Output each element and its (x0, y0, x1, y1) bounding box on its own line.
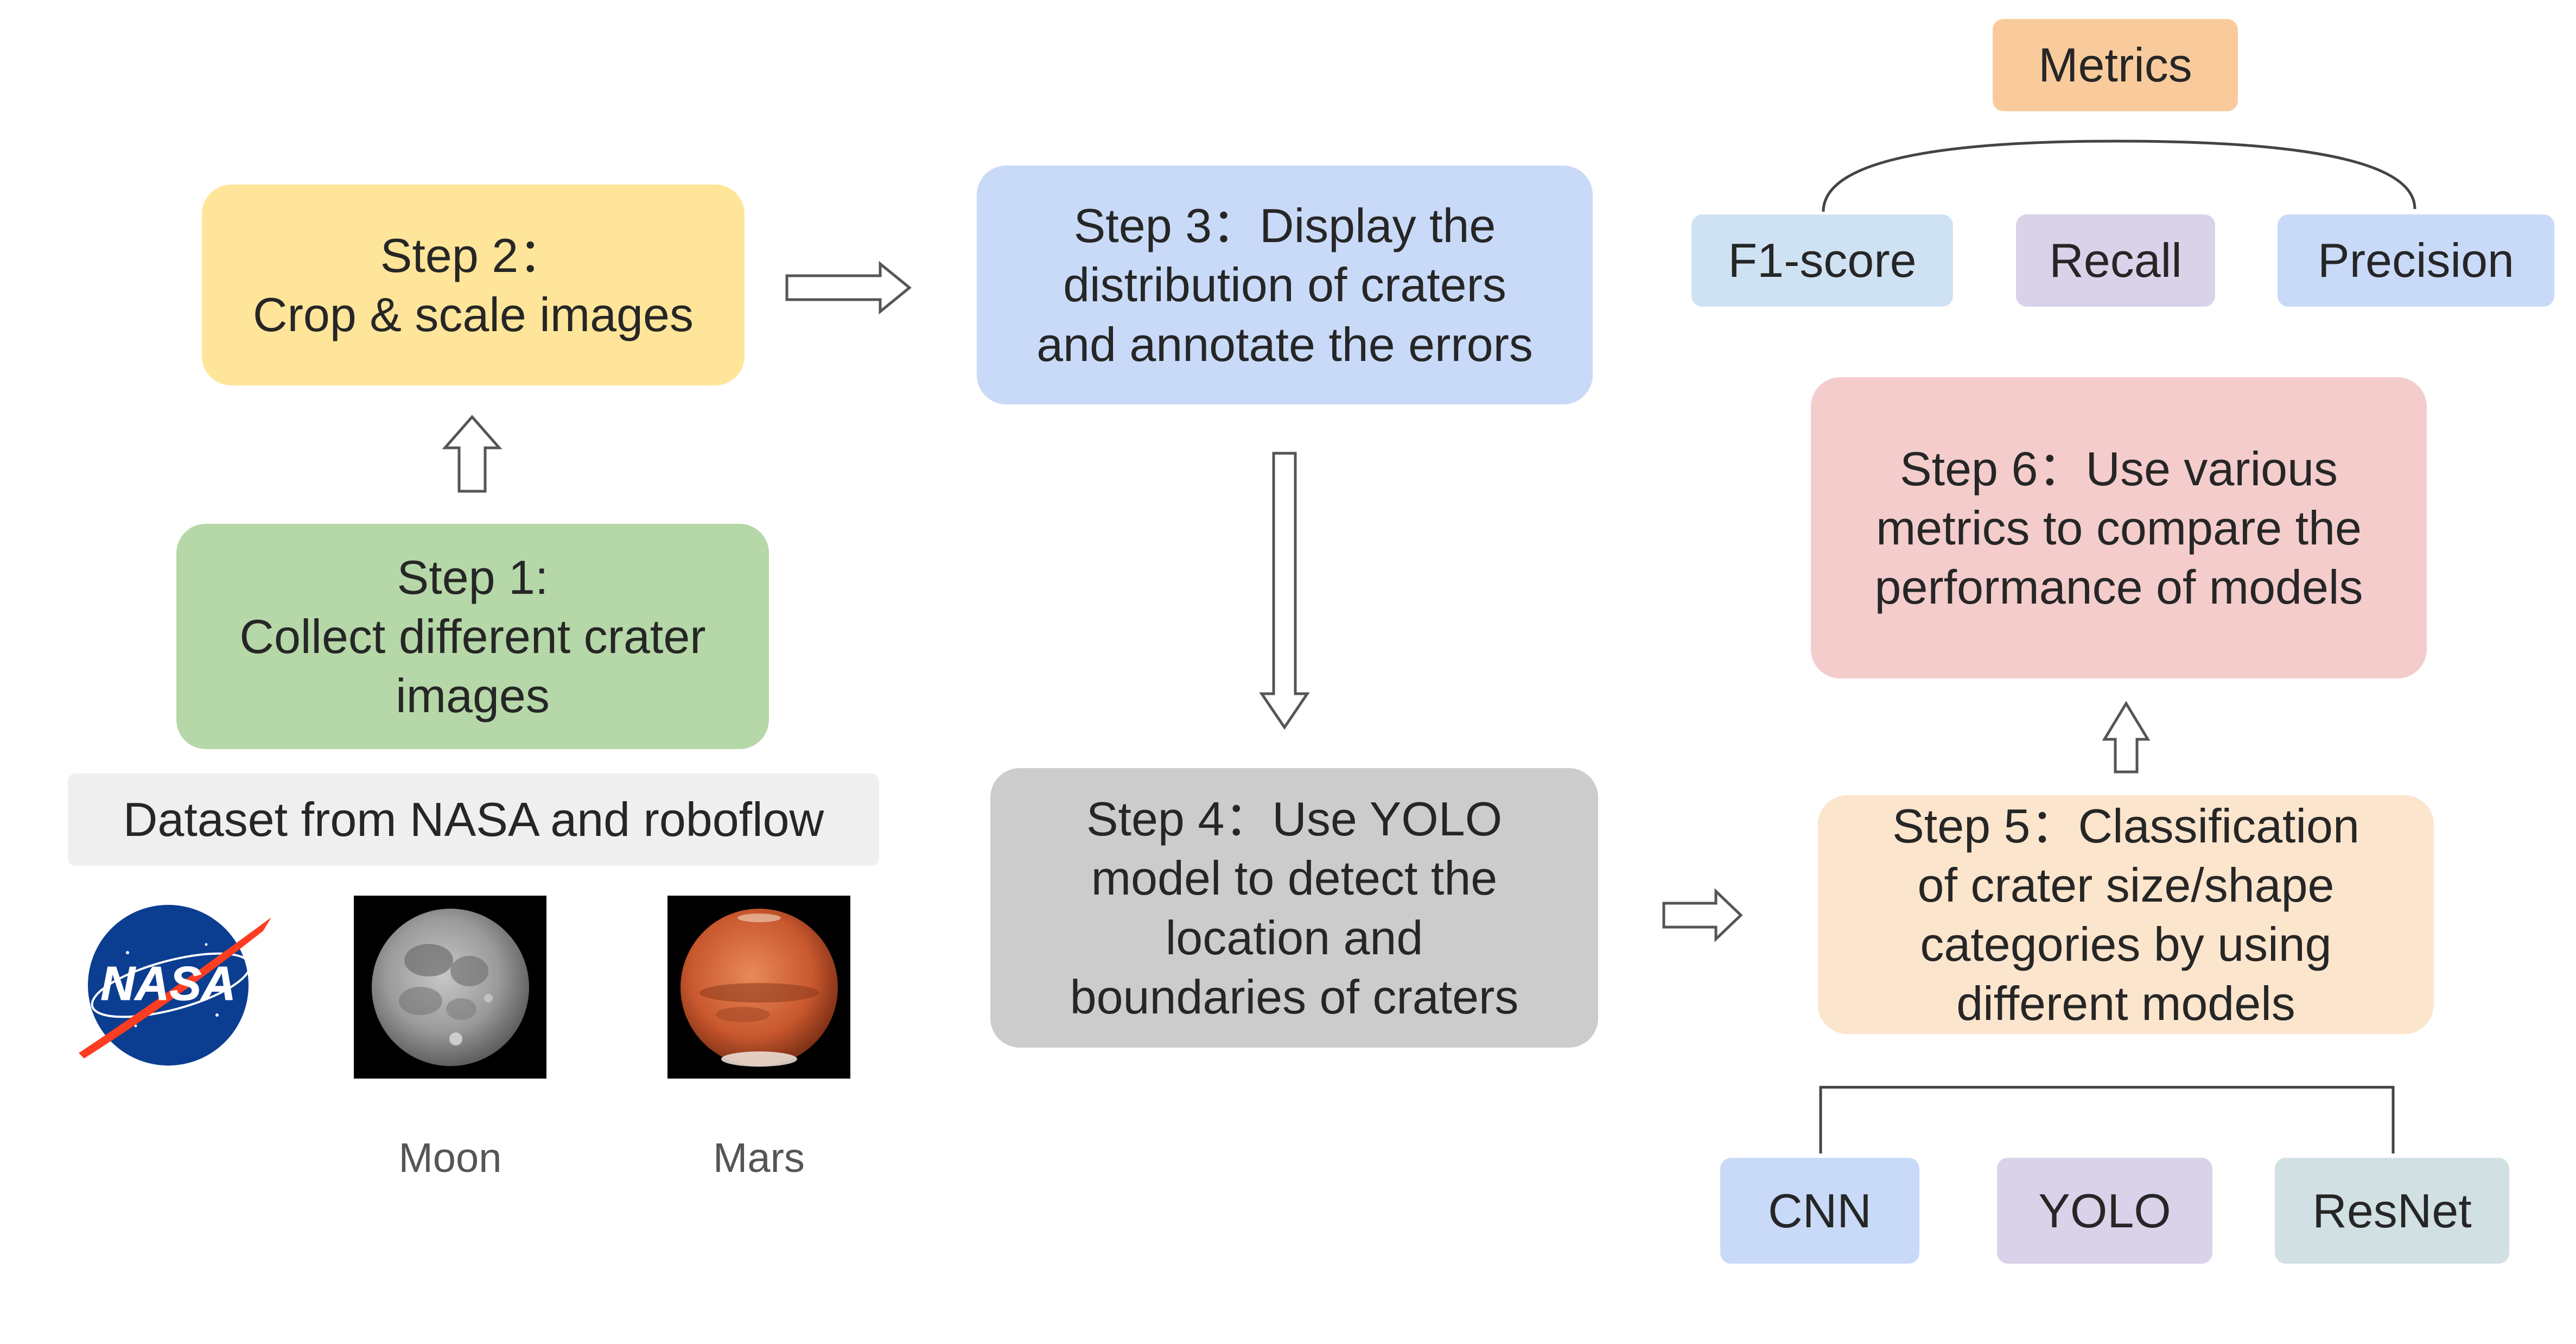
nasa-logo: NASA (79, 905, 271, 1066)
model-yolo-text: YOLO (2038, 1183, 2171, 1238)
dataset-label-text: Dataset from NASA and roboflow (123, 793, 824, 846)
model-cnn: CNN (1720, 1158, 1919, 1264)
moon-caption: Moon (398, 1135, 502, 1181)
step3-box: Step 3：Display the distribution of crate… (977, 166, 1593, 404)
metrics-title: Metrics (1993, 19, 2238, 111)
arrow-up-icon (442, 415, 503, 493)
step2-box: Step 2： Crop & scale images (202, 185, 745, 385)
arrow-up-icon (2102, 701, 2151, 774)
metric-f1-score-text: F1-score (1728, 233, 1917, 287)
step5-box: Step 5：Classification of crater size/sha… (1818, 795, 2434, 1034)
model-cnn-text: CNN (1768, 1183, 1872, 1238)
step6-text: Step 6：Use various metrics to compare th… (1874, 441, 2363, 614)
mars-graphic (680, 908, 838, 1067)
metric-recall: Recall (2016, 214, 2215, 307)
metric-precision: Precision (2278, 214, 2554, 307)
moon-image (354, 896, 546, 1079)
metrics-bracket (1822, 140, 2416, 212)
model-resnet-text: ResNet (2312, 1183, 2472, 1238)
step4-box: Step 4：Use YOLO model to detect the loca… (990, 768, 1598, 1048)
step3-text: Step 3：Display the distribution of crate… (1036, 199, 1533, 371)
nasa-logo-text: NASA (100, 956, 236, 1010)
moon-graphic (371, 908, 529, 1066)
models-bracket (1819, 1086, 2395, 1153)
dataset-label: Dataset from NASA and roboflow (68, 774, 879, 866)
metric-recall-text: Recall (2049, 233, 2182, 287)
mars-caption: Mars (713, 1135, 805, 1181)
step5-text: Step 5：Classification of crater size/sha… (1892, 798, 2359, 1031)
step4-text: Step 4：Use YOLO model to detect the loca… (1070, 792, 1519, 1024)
arrow-right-icon (785, 261, 912, 315)
metrics-title-text: Metrics (2038, 38, 2192, 92)
mars-image (667, 896, 850, 1079)
model-yolo: YOLO (1997, 1158, 2212, 1264)
step6-box: Step 6：Use various metrics to compare th… (1811, 377, 2427, 679)
arrow-right-icon (1662, 888, 1743, 942)
arrow-down-icon (1259, 452, 1310, 730)
step1-box: Step 1: Collect different crater images (176, 524, 769, 749)
step1-text: Step 1: Collect different crater images (239, 550, 706, 723)
metric-precision-text: Precision (2318, 233, 2514, 287)
model-resnet: ResNet (2275, 1158, 2509, 1264)
metric-f1-score: F1-score (1691, 214, 1953, 307)
step2-text: Step 2： Crop & scale images (253, 228, 694, 341)
